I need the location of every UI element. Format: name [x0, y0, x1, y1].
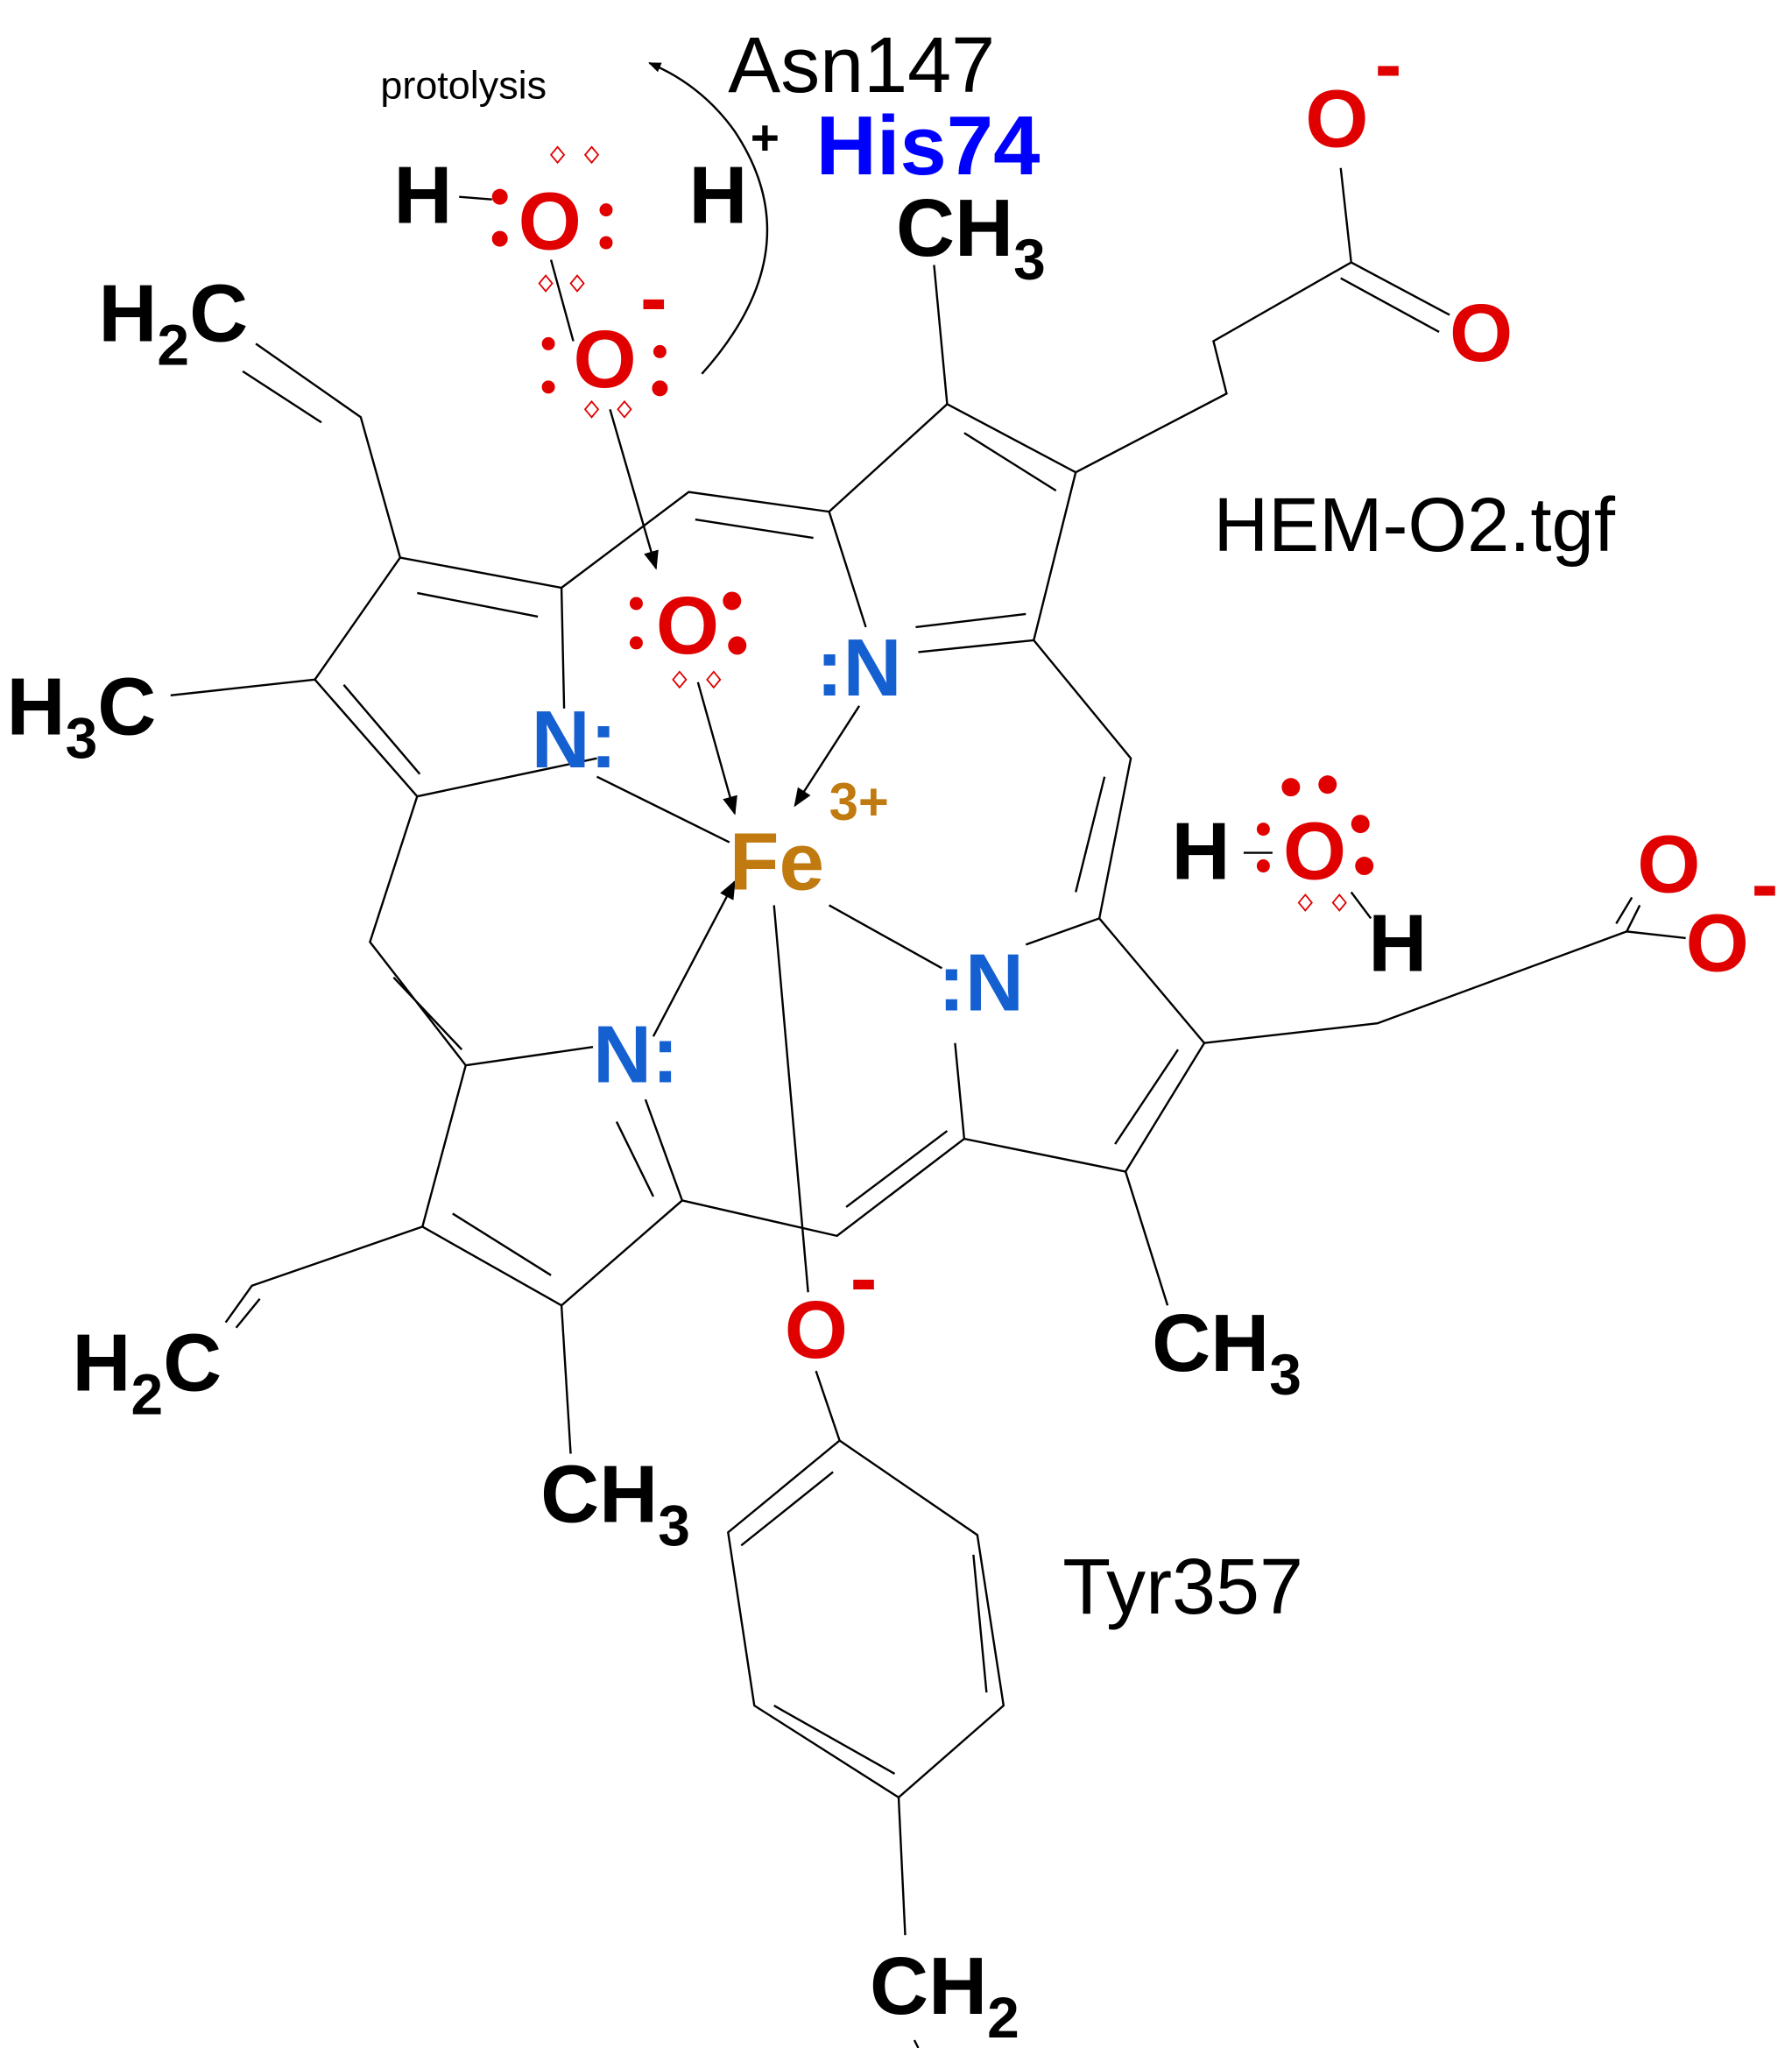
nitrogen-top-right: :N: [816, 622, 902, 713]
hydrogen-peroxide-h: H: [393, 150, 452, 241]
proton-h: H: [688, 150, 747, 241]
oxygen-carboxyl-right: O: [1637, 818, 1700, 909]
oxygen-peroxide-1: O: [519, 176, 582, 267]
methyl-right: CH3: [1152, 1297, 1302, 1407]
vinyl-bottom: H2C: [72, 1317, 222, 1427]
vinyl-top: H2C: [98, 267, 248, 377]
methyl-left: H3C: [7, 661, 157, 771]
methyl-bottom: CH3: [540, 1448, 690, 1557]
water-oxygen: O: [1283, 805, 1346, 896]
nitrogen-bottom-right: :N: [938, 936, 1024, 1028]
oxygen-tyrosinate: O: [785, 1284, 848, 1375]
charge-tyrosinate: -: [850, 1232, 878, 1323]
charge-carboxyl-top: -: [1375, 18, 1402, 109]
oxygen-carboxyl-right-minus: O: [1686, 897, 1749, 988]
residue-tyr357: Tyr357: [1062, 1543, 1303, 1631]
oxygen-carboxyl-top-minus: O: [1305, 74, 1368, 165]
methyl-top: CH3: [896, 182, 1046, 292]
methylene-tyr: CH2: [870, 1940, 1019, 2048]
residue-asn147: Asn147: [728, 22, 995, 109]
iron-charge: 3+: [829, 773, 889, 831]
water-h1: H: [1172, 805, 1231, 896]
nitrogen-left: N:: [532, 694, 617, 785]
arrows: [609, 61, 861, 1037]
oxygen-carboxyl-top: O: [1450, 287, 1513, 378]
charge-carboxyl-right: -: [1752, 838, 1779, 929]
water-h2: H: [1368, 897, 1427, 988]
lone-pair-dots: [491, 145, 1374, 912]
oxygen-ferryl: O: [656, 580, 719, 671]
bonds: [170, 167, 1686, 2048]
filename-label: HEM-O2.tgf: [1213, 483, 1615, 568]
oxygen-peroxide-2-charge: -: [640, 251, 667, 343]
residue-his74: His74: [816, 99, 1041, 193]
iron-atom: Fe: [730, 816, 824, 907]
nitrogen-bottom-left: N:: [593, 1009, 679, 1100]
proton-charge: +: [751, 110, 780, 166]
oxygen-peroxide-2: O: [574, 314, 637, 405]
protolysis-label: protolysis: [380, 62, 547, 107]
